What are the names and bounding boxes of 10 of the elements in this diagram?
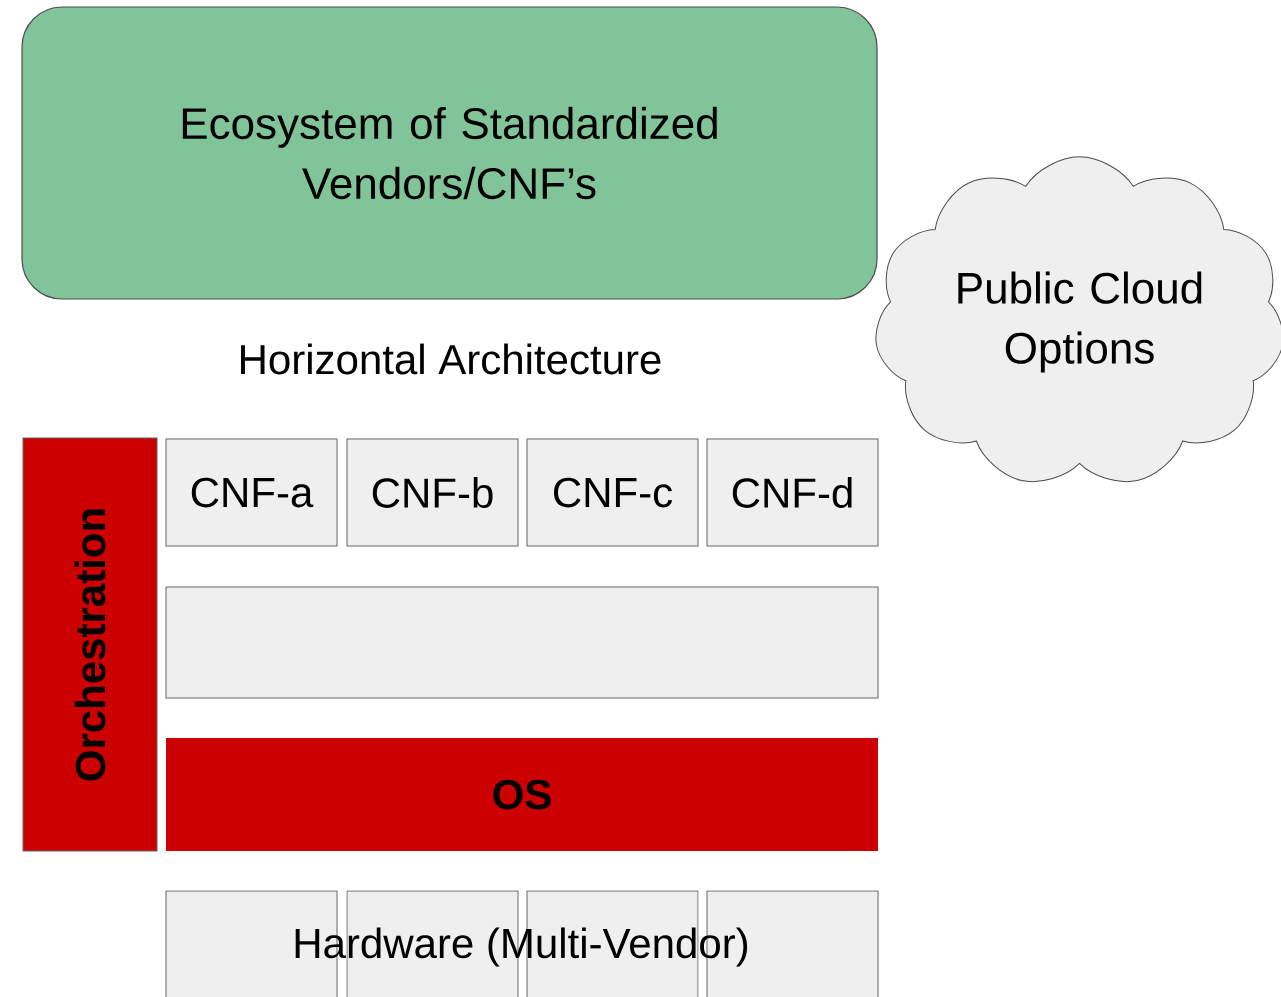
component-box xyxy=(165,586,879,699)
component-box: CNF-c xyxy=(526,438,699,547)
heading: Horizontal Architecture xyxy=(241,343,661,375)
component-box: CNF-a xyxy=(165,438,338,547)
layer-label: Hardware (Multi-Vendor) xyxy=(295,927,748,967)
component-box: CNF-b xyxy=(346,438,519,547)
ecosystem-box: Ecosystem of Standardized Vendors/CNF’s xyxy=(21,6,878,300)
orchestration-bar: Orchestration xyxy=(22,437,158,852)
layer-bar: OS xyxy=(166,738,878,851)
component-box: CNF-d xyxy=(706,438,879,547)
